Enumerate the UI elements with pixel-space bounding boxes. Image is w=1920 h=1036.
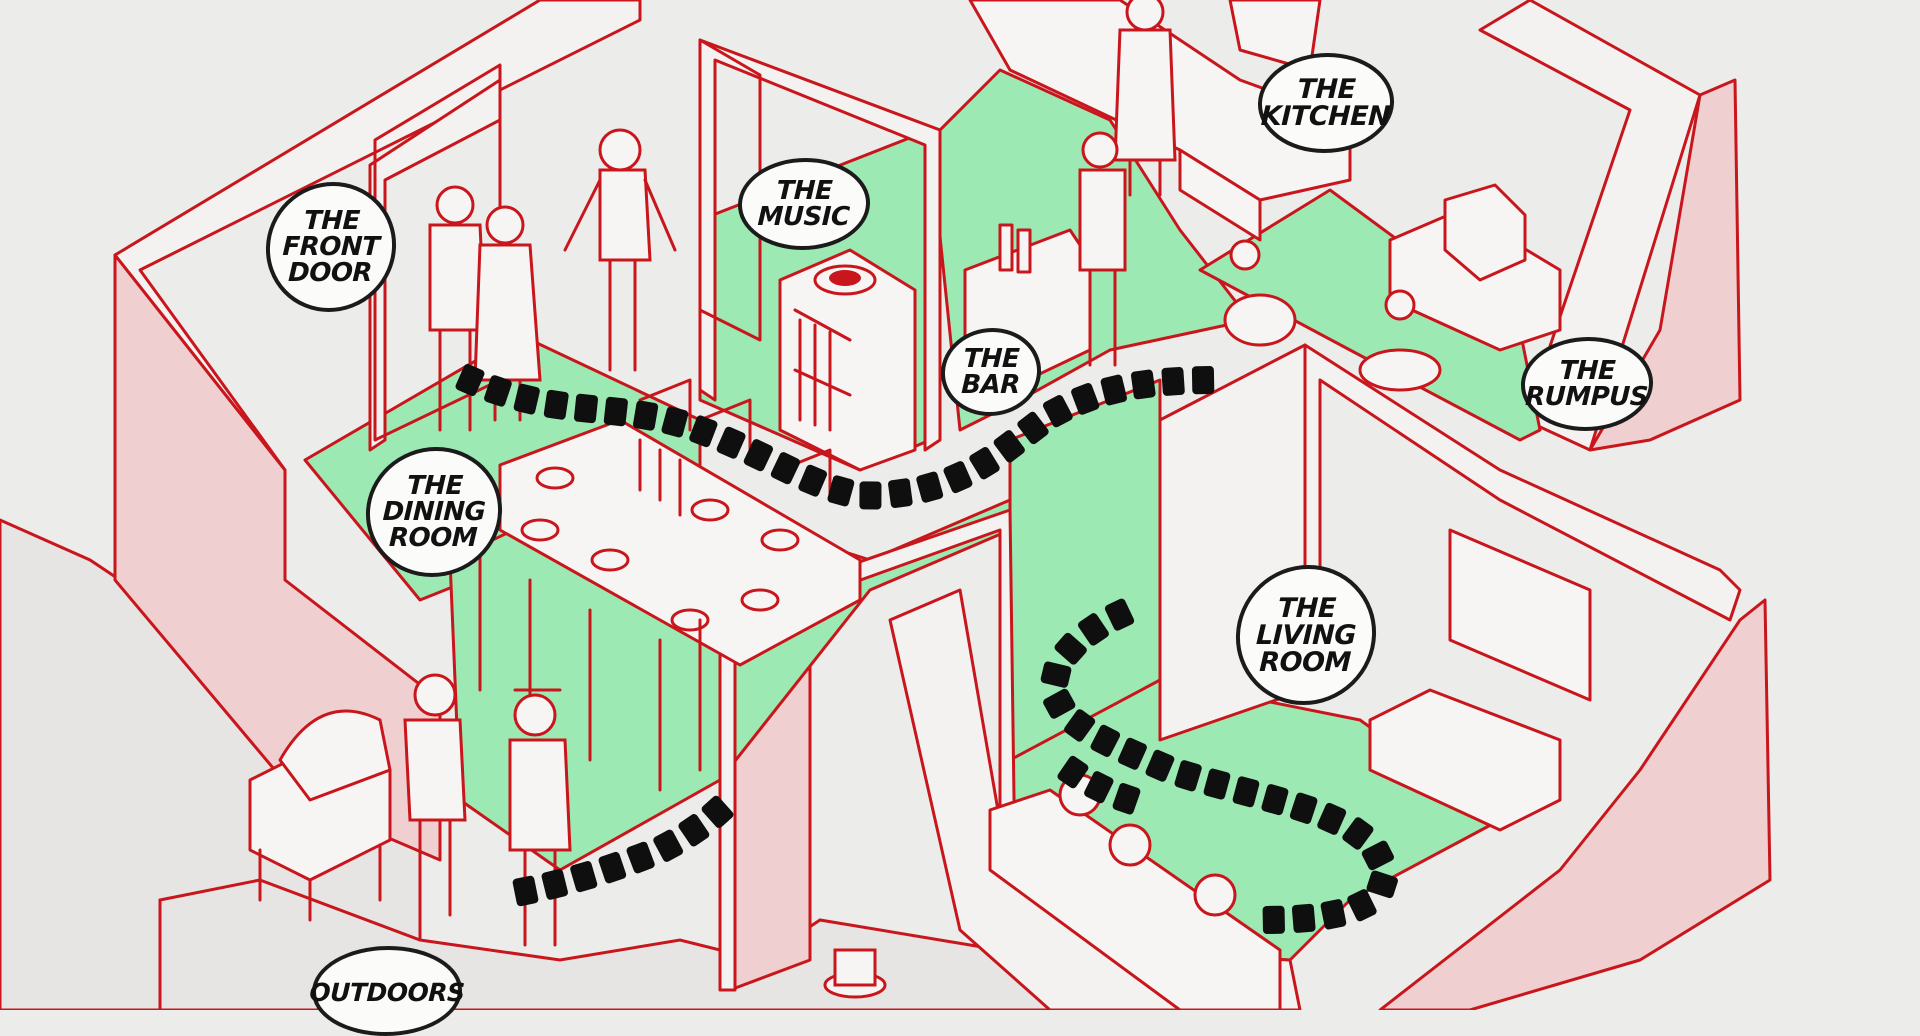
path-step	[543, 389, 569, 420]
wall-music-divider	[698, 38, 942, 452]
person-sofa-2	[1108, 823, 1152, 867]
path-step	[1043, 688, 1076, 719]
path-step	[943, 461, 973, 494]
path-step	[969, 447, 1000, 480]
path-step	[626, 841, 655, 874]
path-step	[1174, 760, 1202, 792]
path-step	[1342, 817, 1374, 850]
label-outdoors: OUTDOORS	[309, 946, 465, 1036]
path-step	[916, 471, 944, 503]
path-step	[1232, 776, 1260, 808]
path-step	[770, 452, 801, 485]
path-step	[1262, 905, 1285, 934]
person-bar	[1078, 131, 1127, 367]
wall-dining-front	[718, 508, 1017, 992]
path-step	[743, 439, 773, 472]
path-step	[1084, 771, 1114, 804]
path-step	[1112, 783, 1141, 815]
path-step	[1261, 784, 1289, 816]
path-step	[859, 481, 882, 510]
wall-top-left	[113, 0, 642, 472]
path-step	[1078, 613, 1109, 646]
music-doorway	[698, 38, 762, 342]
path-step	[1191, 366, 1215, 395]
person-rumpus-2	[1384, 289, 1416, 321]
path-step	[661, 406, 689, 438]
path-step	[1017, 411, 1049, 445]
path-step	[1320, 899, 1347, 930]
path-step	[1361, 840, 1394, 871]
path-step	[1291, 903, 1316, 933]
beanbag-1	[1223, 293, 1297, 347]
path-step	[1289, 792, 1318, 824]
path-step	[678, 814, 710, 847]
tv	[1448, 528, 1592, 702]
record-shelves	[793, 308, 852, 432]
path-step	[1090, 724, 1121, 757]
plates	[520, 466, 800, 632]
path-step	[541, 869, 568, 900]
path-step	[1203, 768, 1231, 800]
path-step	[1064, 709, 1096, 742]
path-step	[1161, 366, 1185, 396]
snowman-hat	[823, 948, 887, 999]
path-step	[570, 861, 598, 893]
sofa	[988, 788, 1282, 1010]
person-kitchen	[1113, 0, 1177, 197]
person-sofa-3	[1193, 873, 1237, 917]
path-step	[603, 396, 628, 427]
people	[403, 0, 1416, 999]
person-host	[563, 128, 677, 372]
record	[829, 270, 861, 286]
tv-console	[1368, 688, 1562, 832]
bottle-1	[998, 223, 1014, 272]
wall-right-outer	[1588, 78, 1742, 452]
path-step	[1054, 632, 1087, 665]
path-step	[798, 464, 828, 497]
path-step	[512, 875, 539, 907]
path-step	[573, 393, 599, 424]
path-step	[1057, 755, 1089, 789]
path-step	[1366, 870, 1398, 899]
path-step	[1071, 383, 1100, 415]
kitchen-cabinets	[1178, 148, 1262, 242]
person-outdoors-2	[508, 688, 572, 947]
dining-chairs	[478, 378, 832, 792]
path-step	[1117, 737, 1147, 770]
path-steps	[455, 364, 1398, 934]
computer	[1443, 183, 1527, 282]
wall-living-front	[888, 588, 1302, 1010]
path-step	[689, 415, 718, 448]
path-step	[1040, 661, 1072, 688]
path-step	[1100, 374, 1127, 406]
path-step	[1130, 369, 1156, 400]
person-rumpus-1	[1229, 239, 1261, 271]
path-step	[827, 475, 855, 507]
grill-lid	[278, 709, 392, 802]
beanbag-2	[1358, 348, 1442, 392]
bottle-2	[1016, 228, 1032, 274]
wall-right-lower	[1378, 598, 1772, 1010]
candles	[638, 438, 682, 517]
path-step	[701, 795, 734, 829]
path-step	[1347, 889, 1377, 922]
person-outdoors-1	[403, 673, 467, 917]
house-illustration	[0, 0, 1772, 1010]
floor-rumpus	[1198, 188, 1542, 442]
path-step	[653, 829, 684, 862]
path-step	[1042, 395, 1073, 428]
path-step	[888, 478, 913, 508]
path-step	[716, 426, 746, 459]
path-step	[632, 400, 659, 431]
grill-legs	[258, 843, 382, 922]
path-step	[993, 430, 1025, 463]
path-step	[598, 851, 627, 884]
path-step	[513, 383, 540, 415]
path-step	[455, 364, 485, 396]
path-step	[484, 375, 512, 407]
path-step	[1317, 802, 1347, 835]
path-step	[1145, 749, 1175, 782]
path-step	[1104, 598, 1135, 631]
